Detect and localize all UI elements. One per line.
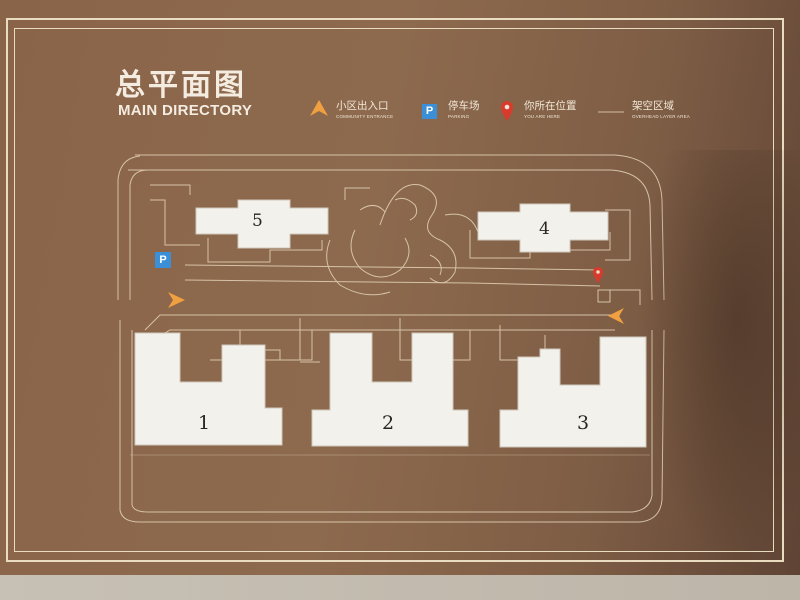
legend-parking-cn: 停车场	[448, 100, 480, 112]
building-2	[311, 332, 469, 447]
building-4	[477, 203, 609, 253]
building-5	[195, 199, 329, 249]
pavement-strip	[0, 575, 800, 600]
legend-entrance-en: COMMUNITY ENTRANCE	[336, 114, 394, 119]
small-sign-marker	[597, 289, 611, 303]
building-2-number: 2	[382, 412, 395, 434]
map-title-cn: 总平面图	[115, 68, 247, 103]
legend-you-cn: 你所在位置	[524, 100, 577, 112]
outer-frame	[6, 18, 784, 562]
building-4-number: 4	[539, 219, 550, 239]
legend-overhead-cn: 架空区域	[632, 100, 674, 112]
location-pin-icon	[501, 101, 513, 121]
building-1-number: 1	[198, 412, 211, 434]
road-outlines	[117, 154, 665, 523]
legend-entrance-cn: 小区出入口	[336, 100, 389, 112]
map-title-en: MAIN DIRECTORY	[118, 102, 253, 119]
parking-marker	[155, 252, 171, 268]
parking-icon	[422, 104, 437, 119]
inner-frame	[14, 28, 774, 552]
entrance-marker-west	[168, 292, 185, 308]
entrance-arrow-icon	[310, 100, 328, 116]
legend-parking-en: PARKING	[448, 114, 470, 119]
legend-you-en: YOU ARE HERE	[524, 114, 561, 119]
building-3	[499, 336, 647, 448]
building-5-number: 5	[252, 211, 263, 231]
you-are-here-marker	[593, 267, 603, 283]
overhead-line-icon	[598, 111, 624, 113]
legend-overhead-en: OVERHEAD LAYER AREA	[632, 114, 690, 119]
entrance-marker-east	[608, 308, 624, 324]
building-3-number: 3	[577, 412, 590, 434]
building-1	[134, 332, 283, 446]
